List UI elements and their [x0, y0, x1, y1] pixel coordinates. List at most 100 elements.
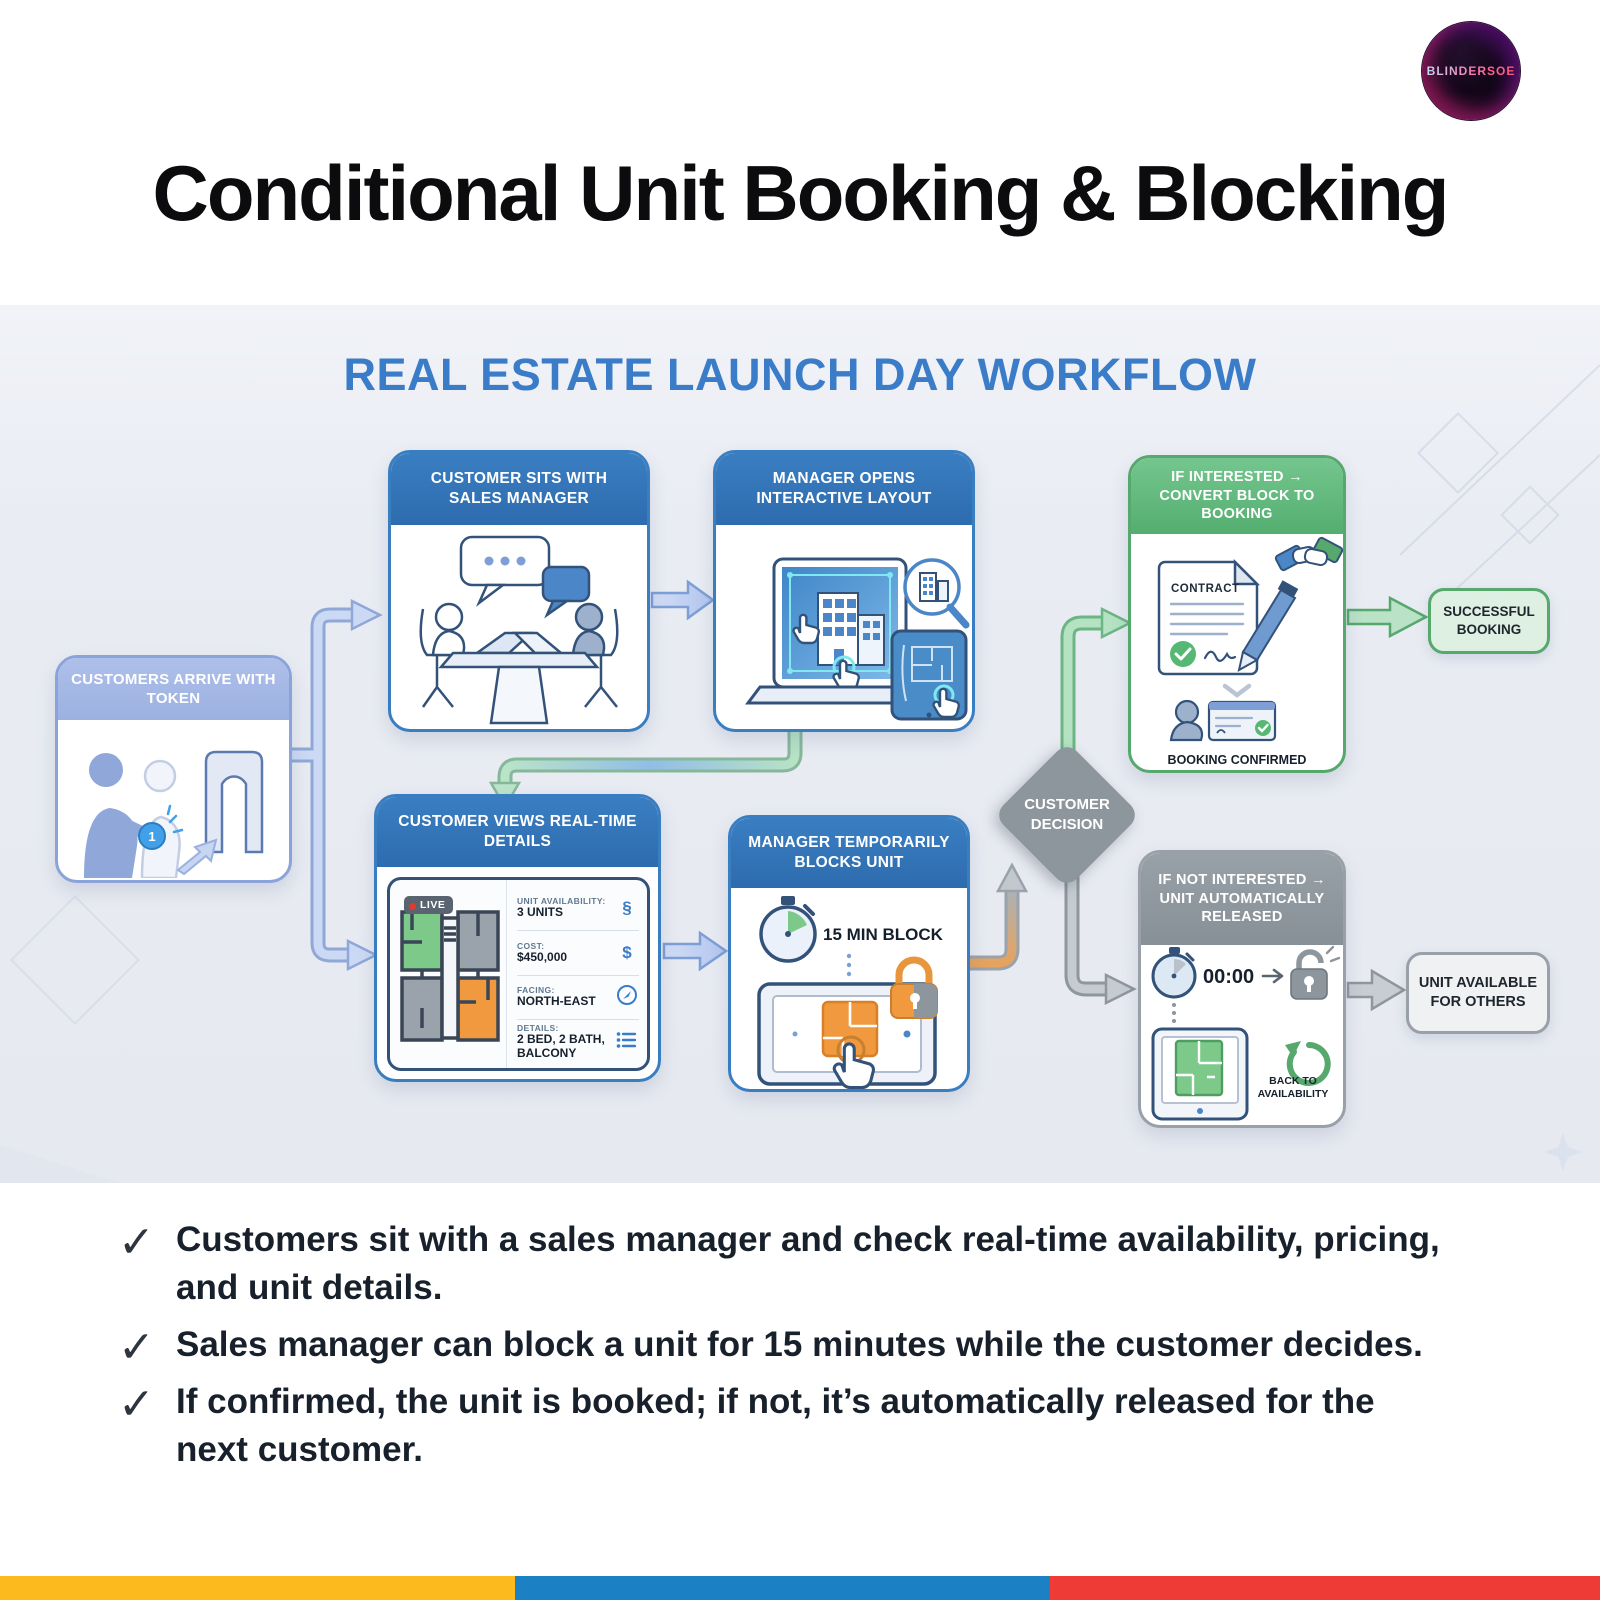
- decision-label: CUSTOMER DECISION: [1024, 795, 1110, 833]
- contract-label: CONTRACT: [1171, 583, 1240, 595]
- check-icon: ✓: [118, 1379, 155, 1429]
- workflow-heading: REAL ESTATE LAUNCH DAY WORKFLOW: [343, 349, 1257, 400]
- node-customer-sits: CUSTOMER SITS WITH SALES MANAGER: [388, 450, 650, 732]
- gate-icon: [204, 750, 264, 854]
- connector-block-to-decision: [962, 862, 1029, 971]
- booking-card-icon: [1207, 700, 1277, 742]
- bullet-text: Sales manager can block a unit for 15 mi…: [176, 1324, 1423, 1364]
- block-unit-illustration: 15 MIN BLOCK: [757, 896, 944, 1089]
- bullet-item: ✓ Sales manager can block a unit for 15 …: [118, 1321, 1448, 1372]
- person-left-body: [431, 629, 466, 657]
- node-if-not-interested-title: IF NOT INTERESTED → UNIT AUTOMATICALLY R…: [1141, 853, 1343, 945]
- pen-icon: [1237, 580, 1299, 672]
- person-right-head: [574, 602, 604, 632]
- customers-arrive-illustration: 1: [84, 750, 264, 878]
- refresh-icon: [1285, 1041, 1331, 1086]
- chair-right: [584, 608, 619, 708]
- node-manager-opens-layout: MANAGER OPENS INTERACTIVE LAYOUT: [713, 450, 975, 732]
- interactive-layout-illustration: [745, 557, 970, 721]
- node-customers-arrive: CUSTOMERS ARRIVE WITH TOKEN 1: [55, 655, 292, 883]
- stripe-blue: [515, 1576, 1050, 1600]
- arrow-up-icon: [176, 838, 218, 876]
- customer-sits-illustration: [419, 535, 619, 725]
- speech-bubble-2-icon: [541, 565, 591, 603]
- field-cost: COST: $450,000 $: [517, 929, 639, 975]
- signature: [1203, 650, 1237, 662]
- connector-arrive-split: [284, 598, 383, 972]
- node-customer-views-details: CUSTOMER VIEWS REAL-TIME DETAILS LIVE: [374, 794, 661, 1082]
- node-successful-booking: SUCCESSFUL BOOKING: [1428, 588, 1550, 654]
- building-2-icon: [857, 614, 885, 666]
- field-availability: UNIT AVAILABILITY: 3 UNITS §: [517, 886, 639, 930]
- token-icon: [138, 822, 166, 850]
- block-timer-label: 15 MIN BLOCK: [823, 925, 944, 944]
- connector-sit-to-layout: [650, 579, 716, 621]
- bullet-item: ✓ If confirmed, the unit is booked; if n…: [118, 1378, 1448, 1474]
- release-illustration: 00:00: [1151, 945, 1341, 1121]
- brand-logo: BLINDERSOE: [1422, 22, 1520, 120]
- chevron-down-icon: [1222, 683, 1252, 698]
- lock-icon: [890, 956, 938, 1019]
- node-if-interested: IF INTERESTED → CONVERT BLOCK TO BOOKING…: [1128, 455, 1346, 773]
- live-badge: LIVE: [404, 896, 454, 914]
- arrow-right-icon: [1261, 968, 1284, 984]
- timer-expired-value: 00:00: [1203, 966, 1254, 988]
- background-decoration: [0, 364, 1600, 1183]
- stopwatch-icon: [1151, 947, 1197, 999]
- node-customers-arrive-title: CUSTOMERS ARRIVE WITH TOKEN: [58, 658, 289, 720]
- stripe-red: [1050, 1576, 1600, 1600]
- node-manager-opens-layout-title: MANAGER OPENS INTERACTIVE LAYOUT: [716, 453, 972, 525]
- check-circle-icon: [1170, 641, 1196, 667]
- compass-icon: [615, 984, 639, 1011]
- node-if-not-interested: IF NOT INTERESTED → UNIT AUTOMATICALLY R…: [1138, 850, 1346, 1128]
- sparkle-icon: [1544, 1133, 1582, 1171]
- node-manager-blocks-unit: MANAGER TEMPORARILY BLOCKS UNIT 15 MIN B…: [728, 815, 970, 1092]
- brand-logo-text: BLINDERSOE: [1422, 62, 1521, 80]
- connector-decision-to-interested: [1060, 606, 1133, 761]
- person-right-body: [571, 629, 606, 657]
- connector-decision-to-notinterested: [1064, 869, 1137, 1006]
- booking-confirmed-label: BOOKING CONFIRMED: [1167, 753, 1307, 767]
- stripe-yellow: [0, 1576, 515, 1600]
- floorplan-illustration: [400, 910, 500, 1042]
- node-unit-available: UNIT AVAILABLE FOR OTHERS: [1406, 952, 1550, 1034]
- summary-bullets: ✓ Customers sit with a sales manager and…: [118, 1216, 1448, 1483]
- customer2-head: [143, 759, 177, 793]
- customer-head: [89, 753, 123, 787]
- page-title: Conditional Unit Booking & Blocking: [152, 149, 1450, 237]
- footer-stripe: [0, 1576, 1600, 1600]
- connector-interested-to-success: [1346, 595, 1429, 639]
- token-number: 1: [148, 829, 155, 844]
- node-customer-views-details-title: CUSTOMER VIEWS REAL-TIME DETAILS: [377, 797, 658, 867]
- handshake-icon: [1274, 536, 1343, 572]
- connector-notinterested-to-available: [1346, 968, 1407, 1012]
- table: [438, 651, 600, 669]
- node-manager-blocks-unit-title: MANAGER TEMPORARILY BLOCKS UNIT: [731, 818, 967, 888]
- stopwatch-icon: [759, 896, 817, 963]
- node-if-interested-title: IF INTERESTED → CONVERT BLOCK TO BOOKING: [1131, 458, 1343, 534]
- check-icon: ✓: [118, 1322, 155, 1372]
- dollar-icon: $: [622, 942, 632, 962]
- details-tablet: LIVE: [387, 877, 650, 1071]
- chair-left: [419, 608, 454, 708]
- person-left-head: [434, 602, 464, 632]
- unlock-icon: [1290, 945, 1341, 1000]
- bullet-item: ✓ Customers sit with a sales manager and…: [118, 1216, 1448, 1312]
- list-icon: [615, 1030, 639, 1055]
- back-to-availability-label: BACK TO AVAILABILITY: [1257, 1074, 1329, 1101]
- node-customer-decision: CUSTOMER DECISION: [993, 741, 1141, 889]
- laptop-right: [511, 631, 565, 655]
- node-customer-sits-title: CUSTOMER SITS WITH SALES MANAGER: [391, 453, 647, 525]
- workflow-panel: REAL ESTATE LAUNCH DAY WORKFLOW: [0, 305, 1600, 1183]
- booking-illustration: CONTRACT: [1157, 536, 1343, 742]
- connector-details-to-block: [662, 930, 729, 972]
- availability-icon: §: [622, 897, 632, 917]
- check-icon: ✓: [118, 1218, 155, 1267]
- flow-connectors: [284, 579, 1429, 1012]
- person-icon: [1174, 699, 1200, 725]
- field-facing: FACING: NORTH-EAST: [517, 974, 639, 1020]
- bullet-text: If confirmed, the unit is booked; if not…: [176, 1381, 1375, 1469]
- unit-fields: UNIT AVAILABILITY: 3 UNITS § COST: $450,…: [506, 880, 647, 1068]
- bullet-text: Customers sit with a sales manager and c…: [176, 1220, 1440, 1307]
